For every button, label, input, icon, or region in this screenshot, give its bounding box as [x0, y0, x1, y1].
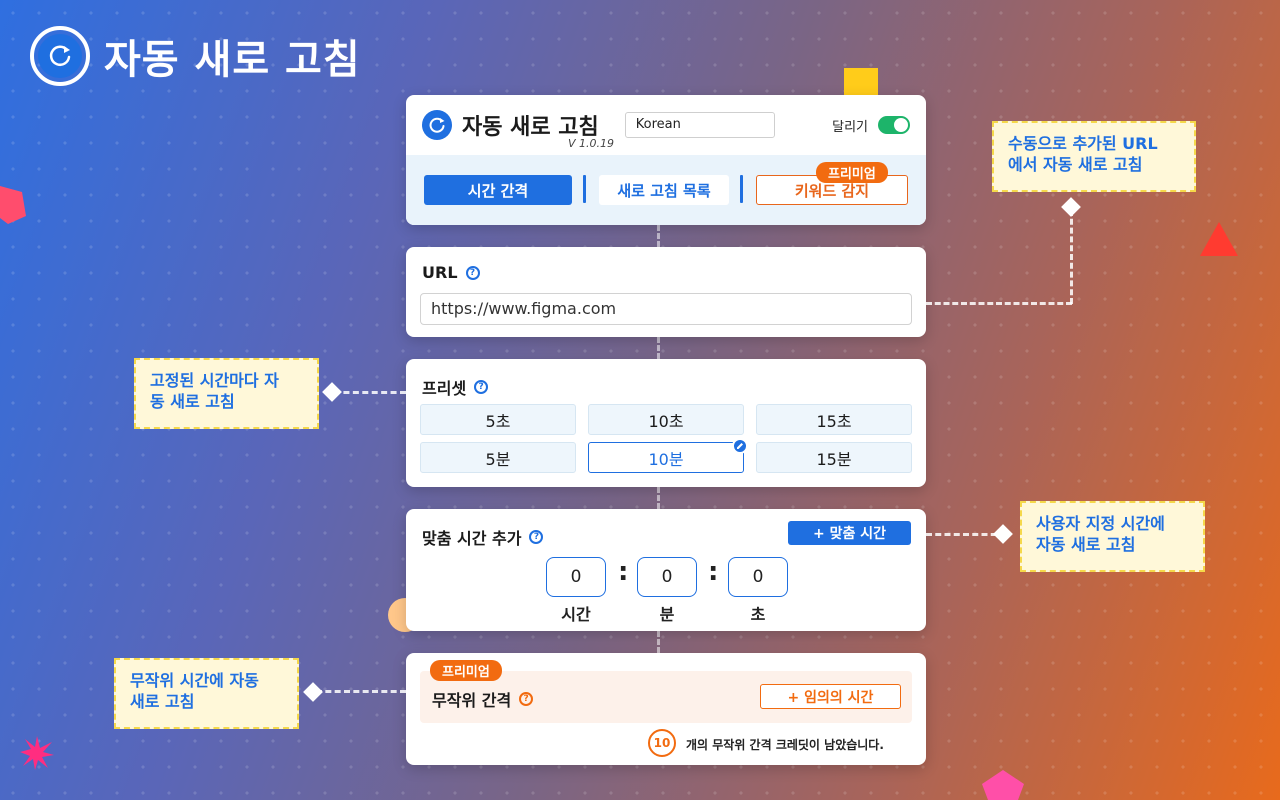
- preset-15m[interactable]: 15분: [756, 442, 912, 473]
- credits-count: 10: [648, 729, 676, 757]
- preset-5s[interactable]: 5초: [420, 404, 576, 435]
- callout-line: [926, 302, 1072, 305]
- callout-marker: [1061, 197, 1081, 217]
- app-name: 자동 새로 고침: [462, 115, 599, 140]
- decor-red-triangle: [1200, 222, 1238, 256]
- premium-badge: 프리미엄: [816, 162, 888, 183]
- run-toggle[interactable]: [878, 116, 910, 134]
- decor-pink-pentagon: [0, 186, 26, 224]
- preset-10m-label: 10분: [648, 449, 684, 469]
- url-card: URL ? https://www.figma.com: [406, 247, 926, 337]
- help-icon[interactable]: ?: [519, 692, 534, 706]
- help-icon[interactable]: ?: [474, 380, 489, 394]
- tab-interval[interactable]: 시간 간격: [424, 175, 572, 205]
- hero-title: 자동 새로 고침: [104, 37, 361, 83]
- time-colon: :: [708, 557, 719, 587]
- random-interval-title: 무작위 간격: [432, 691, 512, 710]
- card-connector: [657, 487, 660, 509]
- minutes-label: 분: [659, 605, 675, 624]
- callout-marker: [322, 382, 342, 402]
- url-input[interactable]: https://www.figma.com: [420, 293, 912, 325]
- callout-marker: [993, 524, 1013, 544]
- preset-15s[interactable]: 15초: [756, 404, 912, 435]
- add-custom-time-button[interactable]: + 맞춤 시간: [788, 521, 911, 545]
- random-interval-card: 무작위 간격 ? + 임의의 시간 프리미엄 10 개의 무작위 간격 크레딧이…: [406, 653, 926, 765]
- seconds-input[interactable]: 0: [728, 557, 788, 597]
- tab-bar: 시간 간격 새로 고침 목록 키워드 감지 프리미엄: [406, 155, 926, 225]
- callout-line: [926, 533, 1006, 536]
- time-colon: :: [618, 557, 629, 587]
- run-label: 달리기: [832, 119, 868, 135]
- custom-time-card: 맞춤 시간 추가 ? + 맞춤 시간 0 : 0 : 0 시간 분 초: [406, 509, 926, 631]
- hero-header: 자동 새로 고침: [30, 26, 361, 86]
- decor-pink-burst: [20, 736, 54, 770]
- callout-line: [316, 690, 406, 693]
- callout-custom: 사용자 지정 시간에 자동 새로 고침: [1020, 501, 1205, 572]
- hours-label: 시간: [561, 605, 591, 624]
- callout-marker: [303, 682, 323, 702]
- seconds-label: 초: [750, 605, 766, 624]
- callout-url: 수동으로 추가된 URL 에서 자동 새로 고침: [992, 121, 1196, 192]
- card-connector: [657, 631, 660, 653]
- card-connector: [657, 225, 660, 247]
- decor-pink-pentagon-bottom: [982, 770, 1024, 800]
- refresh-icon: [429, 117, 445, 133]
- decor-yellow-square: [844, 68, 878, 98]
- add-random-time-button[interactable]: + 임의의 시간: [760, 684, 901, 709]
- preset-10s[interactable]: 10초: [588, 404, 744, 435]
- random-interval-box: 무작위 간격 ? + 임의의 시간: [420, 671, 912, 723]
- callout-line: [334, 391, 406, 394]
- preset-5m[interactable]: 5분: [420, 442, 576, 473]
- help-icon[interactable]: ?: [465, 265, 480, 280]
- premium-badge: 프리미엄: [430, 660, 502, 681]
- language-select[interactable]: Korean: [624, 112, 775, 138]
- tab-divider: [583, 175, 586, 203]
- preset-10m[interactable]: 10분: [588, 438, 748, 473]
- minutes-input[interactable]: 0: [637, 557, 697, 597]
- edit-icon[interactable]: [732, 438, 748, 454]
- app-logo: [422, 110, 452, 140]
- preset-title: 프리셋: [422, 379, 467, 398]
- custom-time-title: 맞춤 시간 추가: [422, 529, 522, 548]
- callout-preset: 고정된 시간마다 자 동 새로 고침: [134, 358, 319, 429]
- url-title: URL: [422, 263, 458, 282]
- refresh-icon: [49, 45, 71, 66]
- credits-text: 개의 무작위 간격 크레딧이 남았습니다.: [686, 738, 884, 752]
- version-label: V 1.0.19: [568, 137, 615, 150]
- help-icon[interactable]: ?: [529, 530, 544, 544]
- callout-line: [1070, 210, 1073, 304]
- header-card: 자동 새로 고침 V 1.0.19 Korean 달리기 시간 간격 새로 고침…: [406, 95, 926, 225]
- tab-divider: [740, 175, 743, 203]
- preset-card: 프리셋 ? 5초 10초 15초 5분 10분 15분: [406, 359, 926, 487]
- card-connector: [657, 337, 660, 359]
- tab-refresh-list[interactable]: 새로 고침 목록: [599, 175, 729, 205]
- callout-random: 무작위 시간에 자동 새로 고침: [114, 658, 299, 729]
- hours-input[interactable]: 0: [546, 557, 606, 597]
- hero-logo: [30, 26, 90, 86]
